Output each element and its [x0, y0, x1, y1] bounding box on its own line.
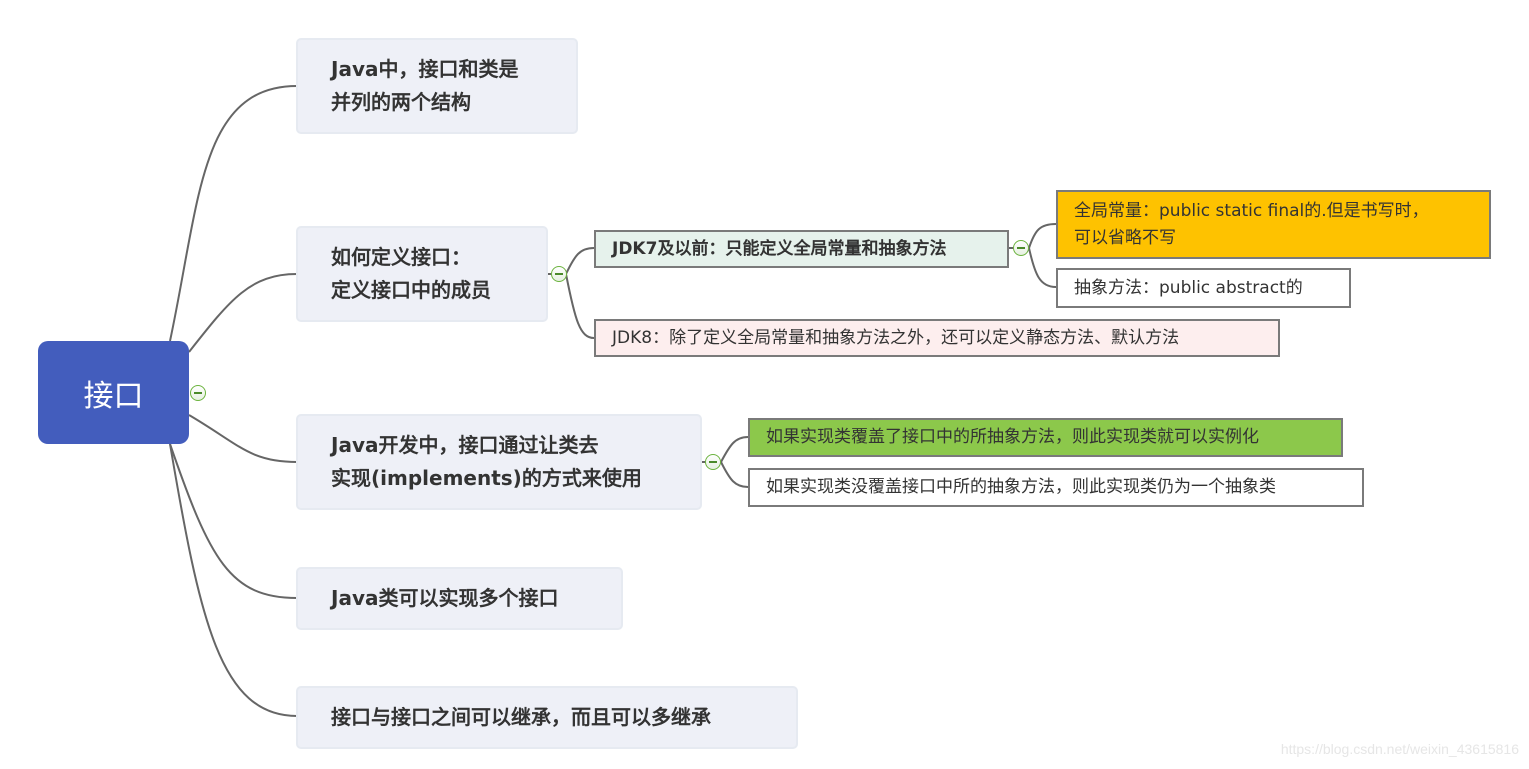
- branch-line: 定义接口中的成员: [331, 278, 491, 302]
- node-line: 全局常量：public static final的.但是书写时，: [1074, 200, 1429, 221]
- branch-line: Java中，接口和类是: [331, 57, 519, 81]
- branch-line: Java类可以实现多个接口: [331, 586, 559, 610]
- node-line: 抽象方法：public abstract的: [1074, 277, 1303, 298]
- node-label: 如果实现类覆盖了接口中的所抽象方法，则此实现类就可以实例化: [766, 427, 1259, 447]
- node-jdk8[interactable]: JDK8：除了定义全局常量和抽象方法之外，还可以定义静态方法、默认方法: [594, 319, 1280, 357]
- root-label: 接口: [83, 378, 144, 414]
- branch-implements[interactable]: Java开发中，接口通过让类去 实现(implements)的方式来使用: [296, 414, 702, 510]
- branch-line: 并列的两个结构: [331, 90, 471, 114]
- node-override-partial[interactable]: 如果实现类没覆盖接口中所的抽象方法，则此实现类仍为一个抽象类: [748, 468, 1364, 507]
- branch-parallel[interactable]: Java中，接口和类是 并列的两个结构: [296, 38, 578, 134]
- branch-line: 如何定义接口：: [331, 245, 471, 269]
- branch-line: 实现(implements)的方式来使用: [331, 466, 642, 490]
- watermark: https://blog.csdn.net/weixin_43615816: [1280, 741, 1519, 757]
- node-label: JDK7及以前：只能定义全局常量和抽象方法: [612, 238, 947, 259]
- collapse-minus-icon[interactable]: [190, 385, 206, 401]
- collapse-minus-icon[interactable]: [551, 266, 567, 282]
- node-label: 如果实现类没覆盖接口中所的抽象方法，则此实现类仍为一个抽象类: [766, 477, 1276, 497]
- collapse-minus-icon[interactable]: [705, 454, 721, 470]
- node-jdk7[interactable]: JDK7及以前：只能定义全局常量和抽象方法: [594, 230, 1009, 268]
- branch-inherit[interactable]: 接口与接口之间可以继承，而且可以多继承: [296, 686, 798, 749]
- node-label: JDK8：除了定义全局常量和抽象方法之外，还可以定义静态方法、默认方法: [612, 327, 1180, 348]
- branch-line: Java开发中，接口通过让类去: [331, 433, 599, 457]
- branch-multi[interactable]: Java类可以实现多个接口: [296, 567, 623, 630]
- node-override-all[interactable]: 如果实现类覆盖了接口中的所抽象方法，则此实现类就可以实例化: [748, 418, 1343, 457]
- node-abstract-method[interactable]: 抽象方法：public abstract的: [1056, 268, 1351, 308]
- root-node[interactable]: 接口: [38, 341, 189, 444]
- branch-line: 接口与接口之间可以继承，而且可以多继承: [331, 705, 711, 729]
- node-global-constant[interactable]: 全局常量：public static final的.但是书写时， 可以省略不写: [1056, 190, 1491, 259]
- branch-define[interactable]: 如何定义接口： 定义接口中的成员: [296, 226, 548, 322]
- node-line: 可以省略不写: [1074, 227, 1176, 248]
- collapse-minus-icon[interactable]: [1013, 240, 1029, 256]
